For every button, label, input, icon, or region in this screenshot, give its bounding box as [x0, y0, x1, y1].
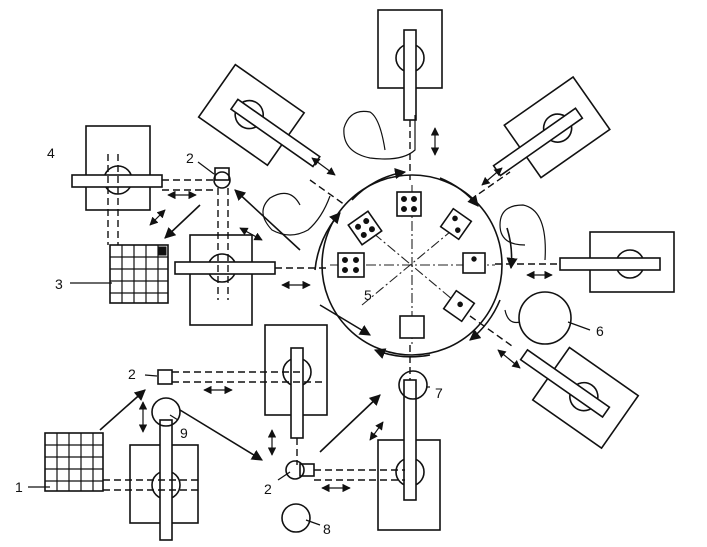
fixture-bottom-right	[442, 289, 476, 323]
fixture-right	[462, 252, 486, 274]
fixture-top-left	[347, 210, 383, 246]
fixture-bottom	[399, 315, 425, 339]
link-bottom-right	[469, 315, 513, 347]
label-6: 6	[596, 323, 604, 339]
machine-bottom-right	[519, 346, 640, 450]
machine-right	[495, 204, 675, 293]
link-top-left	[309, 179, 346, 206]
label-1: 1	[15, 479, 23, 495]
rack-3	[109, 244, 169, 304]
machine-left	[174, 234, 330, 326]
label-2-top: 2	[186, 150, 194, 166]
machine-top-right	[492, 75, 611, 179]
leader-lines	[28, 161, 591, 526]
label-2-left: 2	[128, 366, 136, 382]
fixture-top	[396, 191, 422, 217]
machine-bottom-7	[377, 345, 441, 531]
machine-bottom-center	[264, 324, 328, 465]
label-4: 4	[47, 145, 55, 161]
machine-4	[71, 125, 215, 245]
chip-conveyor-tl	[262, 192, 331, 236]
robot-2-top	[213, 167, 231, 300]
link-top-right	[469, 171, 511, 201]
label-2-bottom: 2	[264, 481, 272, 497]
fixture-top-right	[439, 207, 473, 241]
label-8: 8	[323, 521, 331, 537]
rack-1	[44, 432, 200, 492]
fixture-left	[337, 252, 365, 278]
robot-2-bottom	[281, 460, 405, 533]
flow-arrows	[99, 127, 553, 493]
label-5: 5	[364, 287, 372, 303]
part-storage-6	[504, 291, 572, 345]
label-3: 3	[55, 276, 63, 292]
machine-top	[343, 9, 443, 180]
label-9: 9	[180, 425, 188, 441]
label-7: 7	[435, 385, 443, 401]
